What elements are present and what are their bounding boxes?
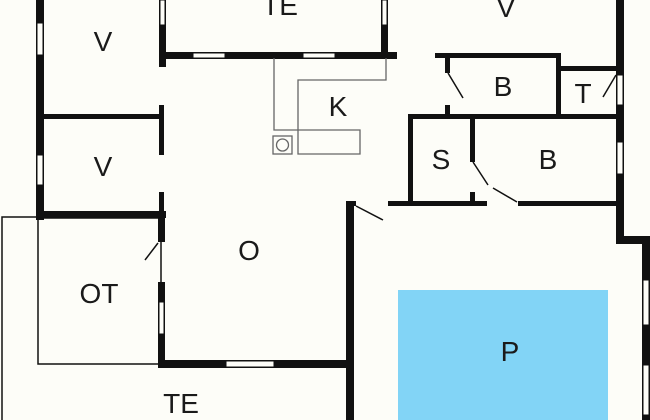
room-label-b: B bbox=[493, 71, 513, 102]
window bbox=[158, 301, 165, 335]
window bbox=[36, 22, 44, 56]
wall bbox=[381, 0, 388, 58]
wall bbox=[518, 201, 620, 206]
door-swing bbox=[355, 205, 384, 221]
wall bbox=[159, 0, 166, 67]
wall bbox=[445, 105, 450, 117]
wall bbox=[560, 66, 618, 71]
room-label-o: O bbox=[238, 235, 260, 266]
wall bbox=[36, 211, 166, 218]
pool bbox=[398, 290, 608, 420]
room-label-s: S bbox=[431, 144, 451, 175]
door-swing bbox=[472, 161, 489, 186]
window bbox=[36, 154, 44, 186]
wall bbox=[159, 105, 164, 155]
window bbox=[616, 141, 624, 175]
door-swing bbox=[447, 72, 464, 99]
outer-line bbox=[1, 216, 36, 420]
window bbox=[302, 52, 336, 59]
stove-box bbox=[272, 135, 293, 155]
room-label-v: V bbox=[496, 0, 516, 23]
window bbox=[642, 364, 650, 416]
wall bbox=[36, 0, 44, 220]
wall bbox=[470, 192, 475, 204]
kitchen-counter bbox=[273, 58, 387, 155]
wall bbox=[388, 201, 487, 206]
wall bbox=[408, 114, 413, 206]
wall bbox=[162, 52, 397, 59]
wall bbox=[445, 55, 450, 73]
window bbox=[381, 0, 388, 26]
wall bbox=[346, 202, 354, 420]
wall bbox=[470, 117, 475, 162]
wall bbox=[642, 236, 650, 420]
wall bbox=[408, 114, 620, 119]
wall bbox=[40, 114, 163, 119]
door-swing bbox=[602, 74, 617, 98]
room-label-te: TE bbox=[262, 0, 298, 21]
wall bbox=[158, 218, 165, 242]
door-swing bbox=[492, 187, 518, 203]
room-label-ot: OT bbox=[79, 278, 119, 309]
wall bbox=[159, 192, 164, 222]
room-label-te: TE bbox=[163, 388, 199, 419]
wall bbox=[435, 53, 561, 58]
door-swing bbox=[144, 242, 159, 261]
wall bbox=[616, 0, 624, 244]
room-label-k: K bbox=[328, 91, 348, 122]
room-label-p: P bbox=[500, 336, 520, 367]
window bbox=[616, 74, 624, 106]
window bbox=[642, 279, 650, 326]
room-label-b: B bbox=[538, 144, 558, 175]
room-label-v: V bbox=[93, 151, 113, 182]
wall bbox=[346, 201, 356, 206]
room-label-t: T bbox=[574, 78, 592, 109]
window bbox=[192, 52, 226, 59]
sink-icon bbox=[275, 138, 290, 152]
room-label-v: V bbox=[93, 26, 113, 57]
window bbox=[225, 360, 275, 368]
wall bbox=[556, 53, 561, 119]
window bbox=[159, 0, 166, 26]
wall bbox=[616, 236, 650, 244]
